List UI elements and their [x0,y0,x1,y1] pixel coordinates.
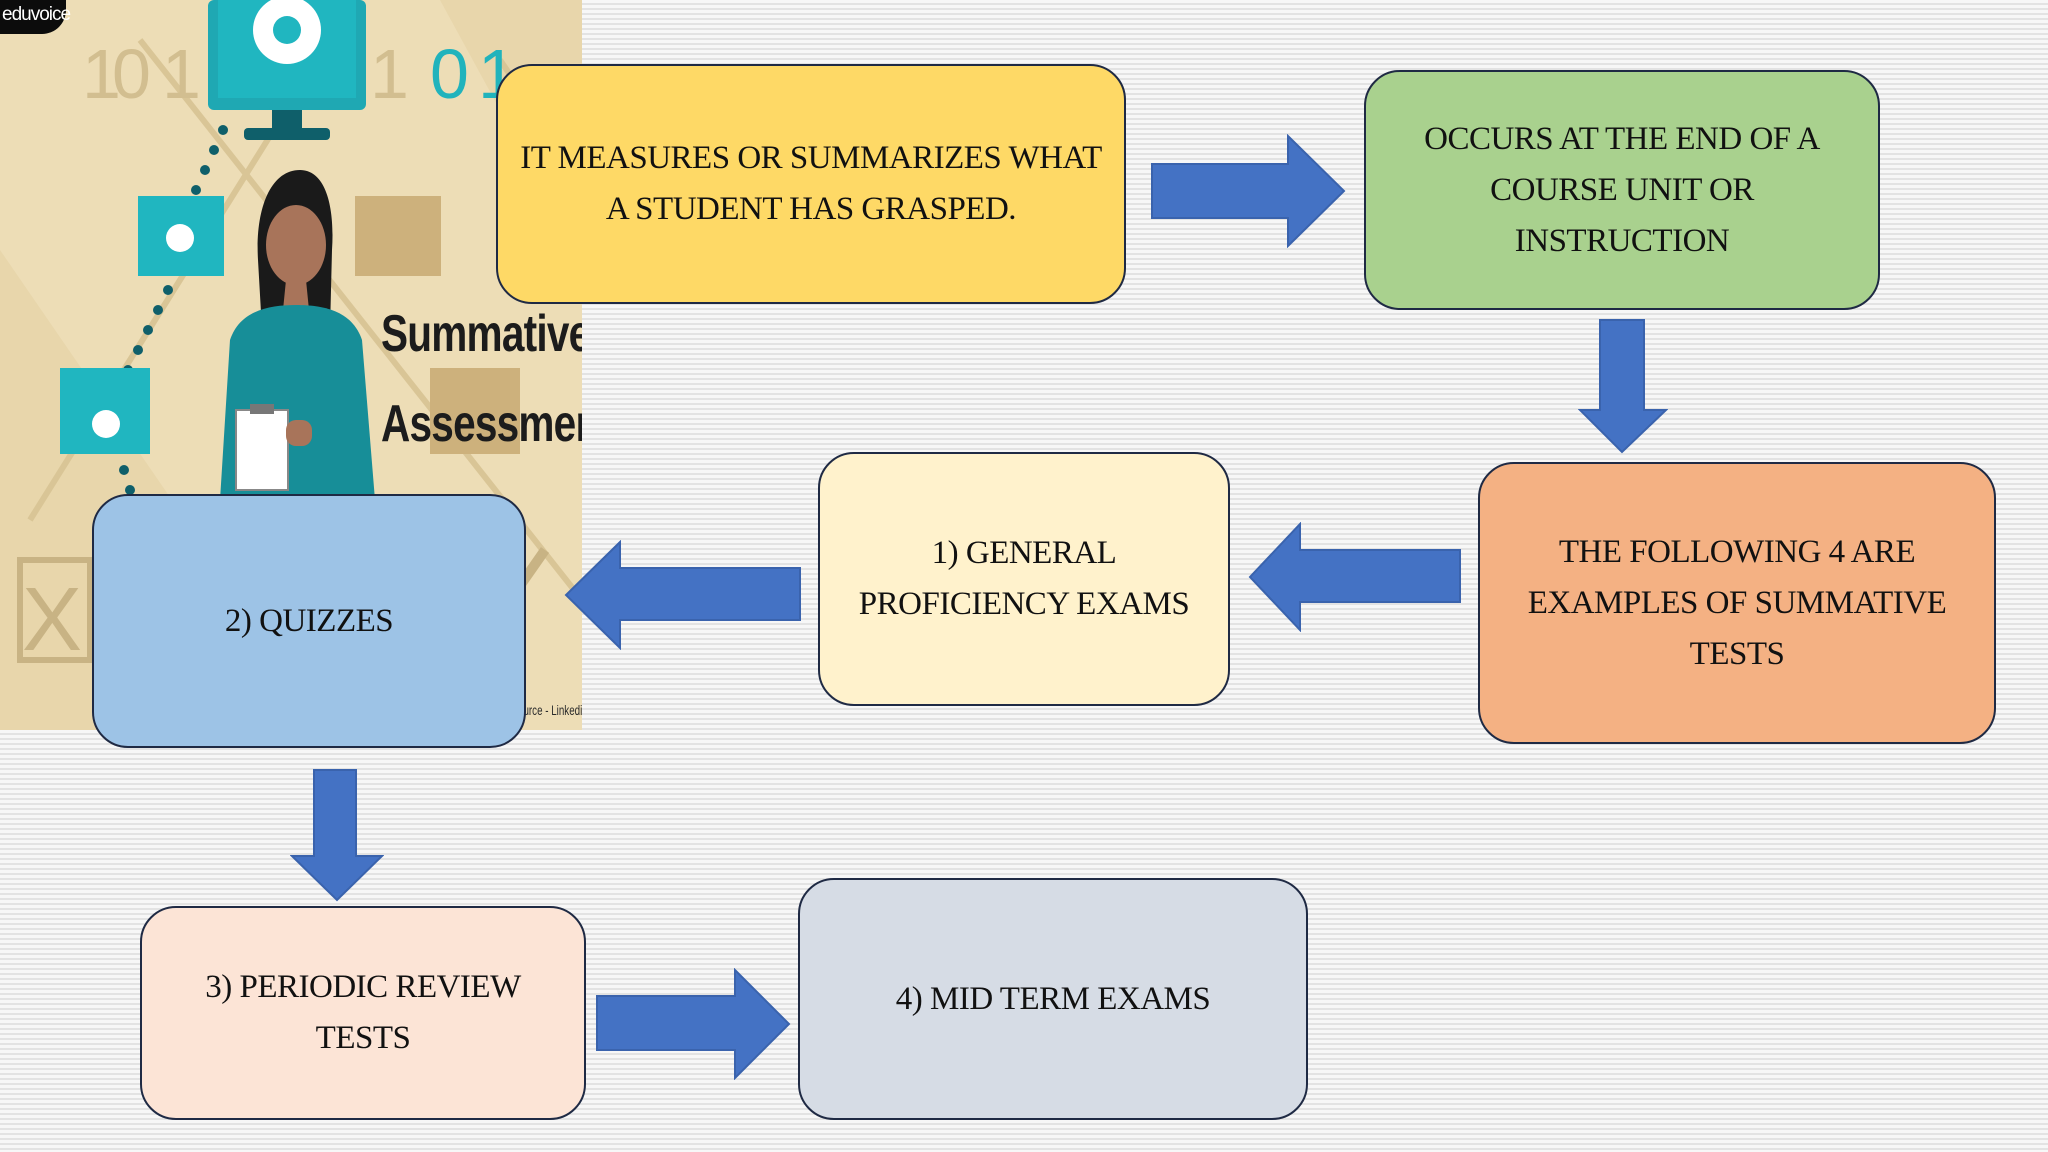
arrow-right-2 [596,968,791,1080]
illustration-title-line2: Assessment [381,395,582,453]
box-periodic: 3) PERIODIC REVIEW TESTS [140,906,586,1120]
box-quizzes: 2) QUIZZES [92,494,526,748]
box-general-line1: 1) GENERAL [931,535,1117,571]
box-midterm: 4) MID TERM EXAMS [798,878,1308,1120]
box-following-line3: TESTS [1689,635,1785,672]
svg-text:X: X [22,570,82,670]
arrow-shape [564,540,801,650]
box-following-line2: EXAMPLES OF SUMMATIVE [1527,584,1947,621]
arrow-shape [290,769,384,902]
box-occurs-line2: COURSE UNIT OR INSTRUCTION [1490,171,1754,259]
svg-text:0: 0 [112,35,151,113]
arrow-shape [1151,134,1346,248]
arrow-down-2 [290,769,384,902]
box-general: 1) GENERAL PROFICIENCY EXAMS [818,452,1230,706]
box-general-line2: PROFICIENCY EXAMS [858,586,1190,622]
box-quizzes-line1: 2) QUIZZES [224,602,394,639]
box-measures-line2: A STUDENT HAS GRASPED. [605,191,1017,227]
arrow-left-1 [1248,522,1461,632]
svg-text:1: 1 [162,35,201,113]
box-occurs-line1: OCCURS AT THE END OF A [1424,120,1820,157]
eduvoice-logo: eduvoice [0,0,71,34]
box-midterm-line1: 4) MID TERM EXAMS [895,980,1211,1017]
box-measures: IT MEASURES OR SUMMARIZES WHAT A STUDENT… [496,64,1126,304]
arrow-down-1 [1578,319,1668,454]
arrow-left-2 [564,540,801,650]
box-occurs: OCCURS AT THE END OF A COURSE UNIT OR IN… [1364,70,1880,310]
svg-text:1: 1 [82,35,121,113]
box-following: THE FOLLOWING 4 ARE EXAMPLES OF SUMMATIV… [1478,462,1996,744]
box-periodic-line1: 3) PERIODIC REVIEW TESTS [205,969,521,1056]
svg-text:1: 1 [370,35,409,113]
arrow-shape [1578,319,1668,454]
arrow-shape [1248,522,1461,632]
svg-text:0: 0 [430,35,469,113]
arrow-shape [596,968,791,1080]
box-following-line1: THE FOLLOWING 4 ARE [1558,533,1916,570]
box-measures-line1: IT MEASURES OR SUMMARIZES WHAT [520,140,1102,176]
arrow-right-1 [1151,134,1346,248]
illustration-title-line1: Summative [381,305,582,363]
illustration-credit: ource - Linkedin [518,702,582,718]
